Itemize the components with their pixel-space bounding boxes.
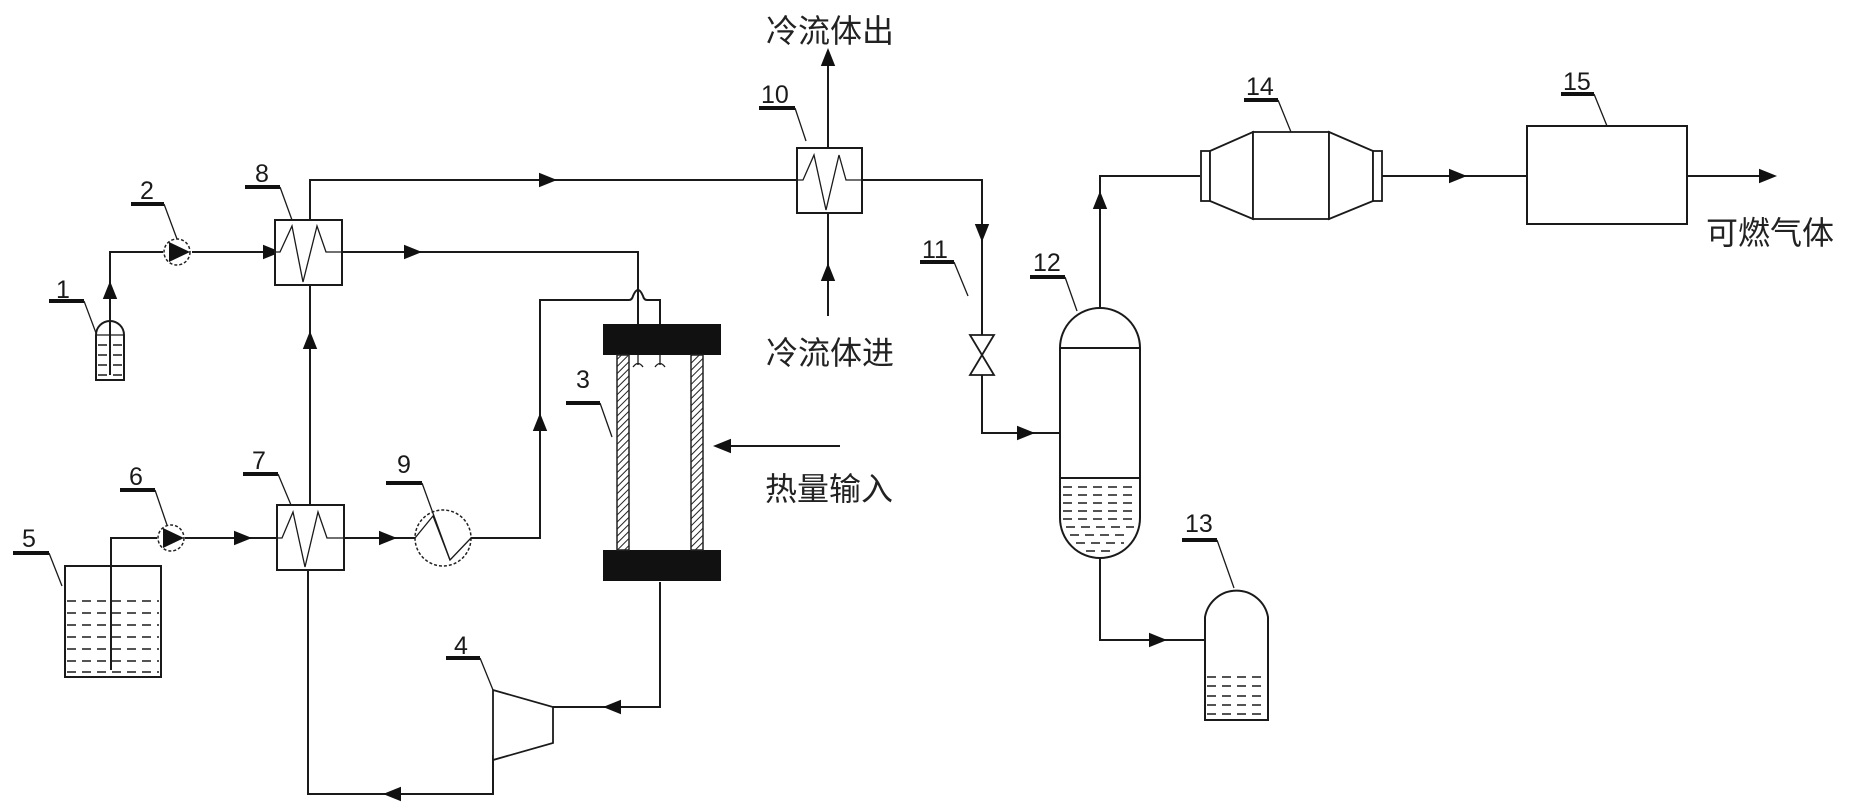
equipment-4-turbine[interactable] — [492, 688, 554, 762]
pipe-valve11-to-separator12 — [981, 375, 1060, 434]
liquid-level — [67, 600, 159, 673]
reactor-wall-left — [616, 354, 630, 551]
coil-icon — [797, 152, 862, 211]
tag-9-text: 9 — [397, 451, 411, 479]
coil-icon — [277, 509, 344, 568]
tag-7-text: 7 — [252, 447, 266, 475]
pipe-hx8-to-hx10 — [309, 179, 798, 220]
tag-5-text: 5 — [22, 525, 36, 553]
equipment-12-separator[interactable] — [1059, 307, 1141, 559]
tag-7: 7 — [243, 447, 292, 506]
tag-10-text: 10 — [761, 81, 789, 109]
tag-9: 9 — [386, 451, 451, 561]
coil-icon — [275, 223, 342, 283]
combustible-gas-label: 可燃气体 — [1706, 214, 1834, 252]
equipment-6-pump[interactable] — [157, 524, 185, 552]
pipe-separator12-to-filter14 — [1099, 175, 1200, 308]
tag-14: 14 — [1244, 73, 1292, 133]
tag-1-text: 1 — [56, 276, 70, 304]
reactor-bottom-flange — [603, 550, 721, 581]
tag-13: 13 — [1182, 510, 1235, 589]
tag-14-text: 14 — [1246, 73, 1274, 101]
tag-13-text: 13 — [1185, 510, 1213, 538]
tag-11-text: 11 — [922, 236, 948, 264]
pipe-hx10-to-valve11 — [858, 179, 983, 335]
tag-2: 2 — [131, 177, 178, 240]
equipment-tags: 1 2 8 5 6 7 9 3 — [13, 68, 1608, 691]
equipment-5-feed-tank[interactable] — [64, 538, 162, 678]
tag-3-text: 3 — [576, 366, 590, 394]
liquid-level — [98, 344, 122, 376]
tag-6: 6 — [120, 463, 168, 526]
tag-4-text: 4 — [454, 632, 468, 660]
tag-1: 1 — [49, 276, 97, 334]
tag-2-text: 2 — [140, 177, 154, 205]
tag-15: 15 — [1561, 68, 1608, 127]
reactor-wall-right — [690, 354, 704, 551]
tag-10: 10 — [759, 81, 807, 142]
equipment-1-feed-tank[interactable] — [95, 320, 125, 381]
tag-5: 5 — [13, 525, 63, 587]
tag-15-text: 15 — [1563, 68, 1591, 96]
nozzle-icons — [632, 355, 666, 368]
tag-11: 11 — [920, 236, 969, 297]
pipes — [102, 48, 1777, 802]
pump-icon — [163, 528, 184, 548]
pipe-turbine4-to-hx7 — [307, 570, 494, 795]
reactor-top-flange — [603, 324, 721, 355]
equipment-3-reactor[interactable] — [603, 324, 721, 581]
cold-fluid-in-label: 冷流体进 — [766, 334, 894, 372]
cold-fluid-out-label: 冷流体出 — [766, 12, 894, 50]
pipe-tank1-to-pump2 — [109, 251, 163, 322]
pipe-heater9-to-reactor — [470, 289, 661, 539]
pump-icon — [169, 242, 190, 262]
heat-input-label: 热量输入 — [765, 470, 893, 508]
equipment-11-valve[interactable] — [968, 334, 996, 376]
tag-8: 8 — [245, 160, 293, 221]
pipe-hx8-to-reactor — [335, 251, 639, 330]
pipe-reactor-to-turbine4 — [553, 582, 661, 708]
pipe-separator12-to-tank13 — [1099, 558, 1215, 641]
equipment-14-filter[interactable] — [1200, 130, 1383, 221]
liquid-level — [1063, 486, 1137, 552]
equipment-2-pump[interactable] — [163, 238, 191, 266]
equipment-7-heat-exchanger[interactable] — [276, 504, 345, 571]
tag-12: 12 — [1030, 249, 1078, 312]
liquid-level — [1207, 676, 1266, 715]
equipment-8-heat-exchanger[interactable] — [274, 219, 343, 286]
equipment-13-liquid-tank[interactable] — [1204, 589, 1269, 721]
tag-6-text: 6 — [129, 463, 143, 491]
tag-4: 4 — [446, 632, 494, 691]
equipment-9-heater[interactable] — [414, 509, 472, 567]
tag-12-text: 12 — [1033, 249, 1061, 277]
tag-3: 3 — [566, 366, 613, 438]
equipment-15-unit[interactable] — [1526, 125, 1688, 225]
tag-8-text: 8 — [255, 160, 269, 188]
equipment-10-heat-exchanger[interactable] — [796, 147, 863, 214]
